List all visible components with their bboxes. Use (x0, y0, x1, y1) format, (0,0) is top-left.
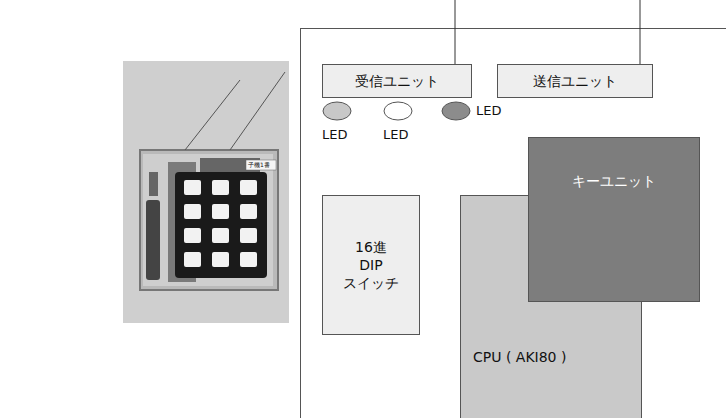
led-symbol (323, 102, 351, 120)
device-photo (123, 61, 289, 323)
unit-box: 16進 DIP スイッチ (322, 195, 420, 335)
led-symbol (442, 102, 470, 120)
unit-box: 受信ユニット (322, 64, 472, 98)
unit-name: 受信ユニット (355, 72, 439, 90)
unit-name: CPU ( AKI80 ) (473, 348, 566, 366)
unit-name: 送信ユニット (533, 72, 617, 90)
led-label: LED (383, 127, 408, 143)
unit-box: 送信ユニット (497, 64, 653, 98)
led-label: LED (322, 127, 347, 143)
antenna-wire (640, 0, 641, 64)
led-label: LED (476, 103, 501, 119)
antenna-wire (455, 0, 456, 64)
photo-tag: 子機1番 (248, 161, 270, 168)
unit-name: 16進 DIP スイッチ (342, 238, 401, 293)
unit-name: キーユニット (572, 172, 656, 190)
unit-box: キーユニット (528, 137, 700, 302)
led-symbol (384, 102, 412, 120)
